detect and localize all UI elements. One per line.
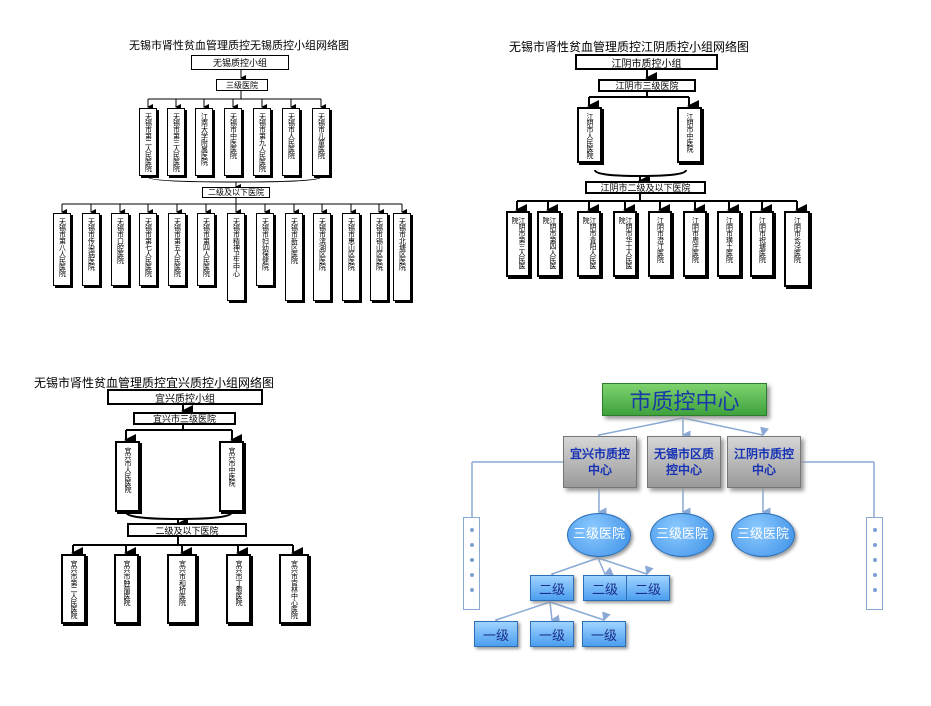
wuxi-level2-hospital: 无锡市传染病医院 — [82, 213, 100, 286]
jiangyin-level2-label: 江阴市二级及以下医院 — [585, 181, 706, 194]
jiangyin-level2-hospital: 江阴市长泾医院 — [784, 211, 810, 287]
yixing-level2-hospital: 宜兴市丁蜀医院 — [226, 554, 251, 624]
level1-hospital-node: 一级 — [474, 621, 518, 647]
jiangyin-level2-hospital: 江阴市第四人民医院 — [537, 211, 561, 277]
wuxi-level2-label: 二级及以下医院 — [202, 187, 270, 198]
jiangyin-level3-hospital: 江阴市人民医院 — [577, 107, 602, 163]
wuxi-level3-hospital: 无锡市人民医院 — [282, 108, 300, 176]
district-qc-center: 宜兴市质控中心 — [563, 436, 637, 488]
wuxi-level3-hospital: 无锡市儿童医院 — [312, 108, 330, 176]
jiangyin-top-group: 江阴市质控小组 — [575, 54, 718, 70]
level3-hospital-node: 三级医院 — [731, 513, 795, 557]
yixing-level2-label: 二级及以下医院 — [127, 523, 247, 537]
wuxi-level3-label: 三级医院 — [216, 79, 268, 91]
level2-hospital-node: 二级 — [530, 575, 574, 601]
yixing-level3-label: 宜兴市三级医院 — [133, 412, 236, 425]
city-qc-center: 市质控中心 — [602, 383, 767, 416]
yixing-level3-hospital: 宜兴市人民医院 — [115, 441, 140, 512]
wuxi-level3-hospital: 无锡市第三人民医院 — [167, 108, 185, 176]
wuxi-level2-hospital: 无锡市北塘区医院 — [393, 213, 411, 301]
wuxi-level2-hospital: 无锡市口腔医院 — [111, 213, 129, 286]
yixing-level3-hospital: 宜兴市中医院 — [219, 441, 244, 512]
jiangyin-diagram-title: 无锡市肾性贫血管理质控江阴质控小组网络图 — [509, 40, 750, 54]
jiangyin-level3-label: 江阴市三级医院 — [598, 79, 696, 92]
yixing-level2-hospital: 宜兴市和桥医院 — [167, 554, 197, 624]
wuxi-level3-hospital: 无锡市中医医院 — [224, 108, 242, 176]
wuxi-level3-hospital: 无锡市第二人民医院 — [139, 108, 157, 176]
wuxi-level2-hospital: 无锡市第五人民医院 — [168, 213, 186, 286]
yixing-level2-hospital: 宜兴市官林中心医院 — [279, 554, 309, 624]
level1-hospital-node: 一级 — [530, 621, 574, 647]
wuxi-level2-hospital: 无锡市第四人民医院 — [197, 213, 215, 286]
jiangyin-level2-hospital: 江阴市青阳人民医院 — [577, 211, 601, 277]
wuxi-top-group: 无锡质控小组 — [191, 55, 289, 70]
wuxi-level3-hospital: 江南大学附属医院 — [195, 108, 213, 176]
yixing-diagram-title: 无锡市肾性贫血管理质控宜兴质控小组网络图 — [34, 376, 275, 390]
jiangyin-level2-hospital: 江阴市祝塘医院 — [750, 211, 774, 277]
jiangyin-level2-hospital: 江阴市第三人民医院 — [506, 211, 530, 277]
district-qc-center: 无锡市区质控中心 — [647, 436, 721, 488]
wuxi-level2-hospital: 无锡市新区医院 — [285, 213, 303, 301]
wuxi-level2-hospital: 无锡市妇幼保健院 — [256, 213, 274, 286]
jiangyin-level2-hospital: 江阴市周庄医院 — [683, 211, 707, 277]
yixing-level2-hospital: 宜兴市肿瘤医院 — [114, 554, 139, 624]
district-qc-center: 江阴市质控中心 — [727, 436, 801, 488]
level2-hospital-node: 二级 — [626, 575, 670, 601]
wuxi-level2-hospital: 无锡市惠山区医院 — [342, 213, 360, 301]
yixing-level2-hospital: 宜兴市第二人民医院 — [61, 554, 86, 624]
wuxi-level2-hospital: 无锡市锡山区医院 — [370, 213, 388, 301]
wuxi-level2-hospital: 无锡市第八人民医院 — [53, 213, 71, 286]
wuxi-level2-hospital: 无锡市第七人民医院 — [139, 213, 157, 286]
wuxi-diagram-title: 无锡市肾性贫血管理质控无锡质控小组网络图 — [129, 39, 349, 52]
wuxi-level2-hospital: 无锡市滨湖区医院 — [313, 213, 331, 301]
left-side-bar — [463, 517, 480, 610]
level3-hospital-node: 三级医院 — [650, 513, 714, 557]
jiangyin-level2-hospital: 江阴市澄江医院 — [648, 211, 672, 277]
level2-hospital-node: 二级 — [583, 575, 627, 601]
jiangyin-level2-hospital: 江阴市璜土医院 — [717, 211, 741, 277]
level3-hospital-node: 三级医院 — [567, 513, 631, 557]
jiangyin-level3-hospital: 江阴市中医院 — [677, 107, 702, 163]
wuxi-level3-hospital: 无锡市第九人民医院 — [253, 108, 271, 176]
yixing-top-group: 宜兴质控小组 — [107, 389, 263, 405]
right-side-bar — [866, 517, 883, 610]
wuxi-level2-hospital: 无锡市精神卫生中心 — [227, 213, 245, 301]
jiangyin-level2-hospital: 江阴市华士人民医院 — [613, 211, 637, 277]
level1-hospital-node: 一级 — [582, 621, 626, 647]
